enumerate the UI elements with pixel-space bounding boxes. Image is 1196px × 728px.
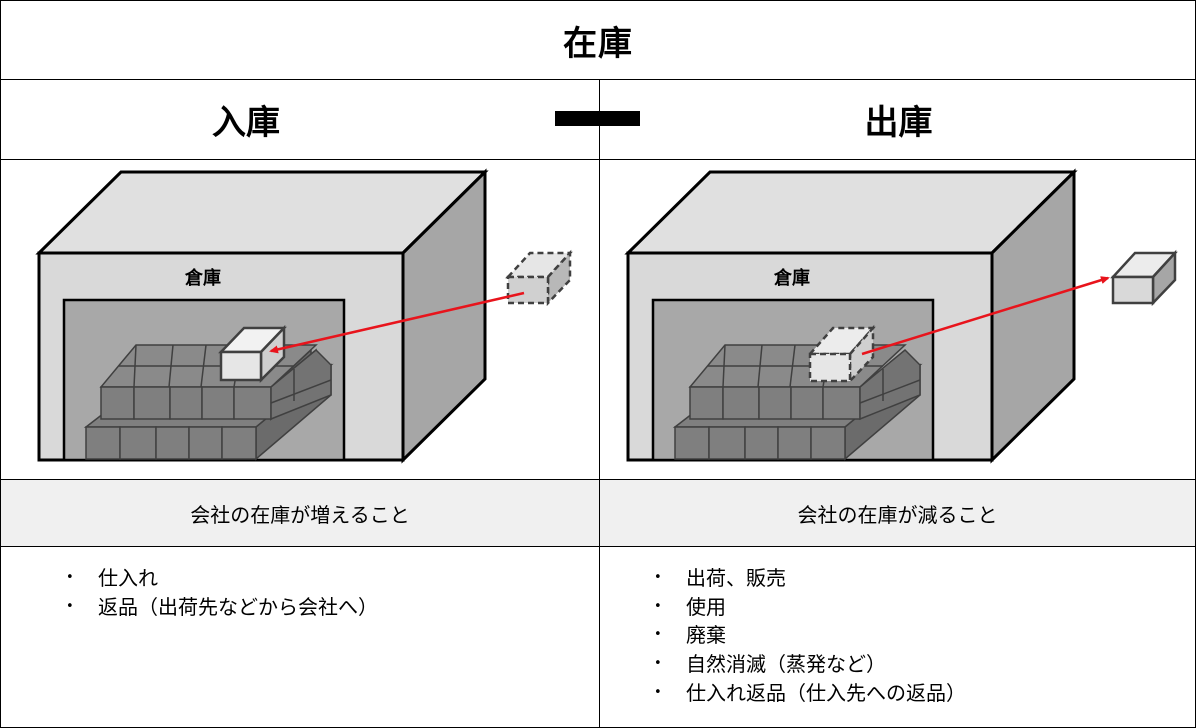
bullet-icon: •	[654, 627, 662, 643]
warehouse-shipping-icon: 倉庫	[624, 168, 1178, 464]
shipping-description: 会社の在庫が減ること	[797, 502, 998, 527]
stacked-boxes	[672, 344, 923, 461]
shipping-description-cell: 会社の在庫が減ること	[599, 479, 1196, 547]
list-item: • 自然消滅（蒸発など）	[650, 650, 966, 679]
list-item: • 廃棄	[650, 621, 966, 650]
received-box	[218, 324, 287, 384]
list-item-label: 使用	[686, 594, 726, 619]
bullet-icon: •	[654, 570, 662, 585]
shipping-heading: 出庫	[864, 103, 933, 143]
shipped-box	[1110, 249, 1178, 307]
warehouse-receiving-icon: 倉庫	[35, 168, 573, 464]
receiving-description-cell: 会社の在庫が増えること	[0, 479, 600, 547]
receiving-description: 会社の在庫が増えること	[190, 502, 410, 527]
title-cell: 在庫	[0, 0, 1196, 80]
minus-icon	[555, 111, 640, 126]
shipping-header-cell: 出庫	[599, 79, 1196, 160]
list-item-label: 自然消滅（蒸発など）	[686, 652, 886, 677]
list-item-label: 出荷、販売	[686, 566, 786, 590]
warehouse-label: 倉庫	[184, 267, 221, 289]
shipping-arrow	[861, 276, 1110, 356]
removed-box-placeholder	[807, 324, 876, 385]
page-title: 在庫	[563, 23, 633, 64]
list-item-label: 仕入れ	[98, 566, 158, 590]
bullet-icon: •	[66, 598, 74, 614]
bullet-icon: •	[654, 598, 662, 614]
list-item: • 出荷、販売	[650, 564, 966, 593]
receiving-heading: 入庫	[212, 103, 280, 143]
receiving-items-list: • 仕入れ • 返品（出荷先などから会社へ）	[62, 564, 378, 621]
list-item: • 仕入れ返品（仕入先への返品）	[650, 679, 966, 708]
list-item-label: 仕入れ返品（仕入先への返品）	[686, 680, 966, 705]
bullet-icon: •	[66, 570, 74, 585]
receiving-header-cell: 入庫	[0, 79, 600, 160]
receiving-illustration-cell: 倉庫	[0, 159, 600, 480]
list-item: • 返品（出荷先などから会社へ）	[62, 593, 378, 622]
list-item: • 仕入れ	[62, 564, 378, 593]
receiving-arrow	[269, 291, 525, 354]
list-item-label: 返品（出荷先などから会社へ）	[98, 594, 378, 619]
bullet-icon: •	[654, 656, 662, 672]
warehouse-label: 倉庫	[773, 267, 810, 289]
shipping-items-list: • 出荷、販売 • 使用 • 廃棄 • 自然消滅（蒸発など） • 仕入れ返品（仕入先への返…	[650, 564, 966, 708]
list-item-label: 廃棄	[686, 623, 726, 648]
shipping-illustration-cell: 倉庫	[599, 159, 1196, 480]
list-item: • 使用	[650, 593, 966, 622]
bullet-icon: •	[654, 684, 662, 700]
incoming-box	[505, 249, 573, 307]
